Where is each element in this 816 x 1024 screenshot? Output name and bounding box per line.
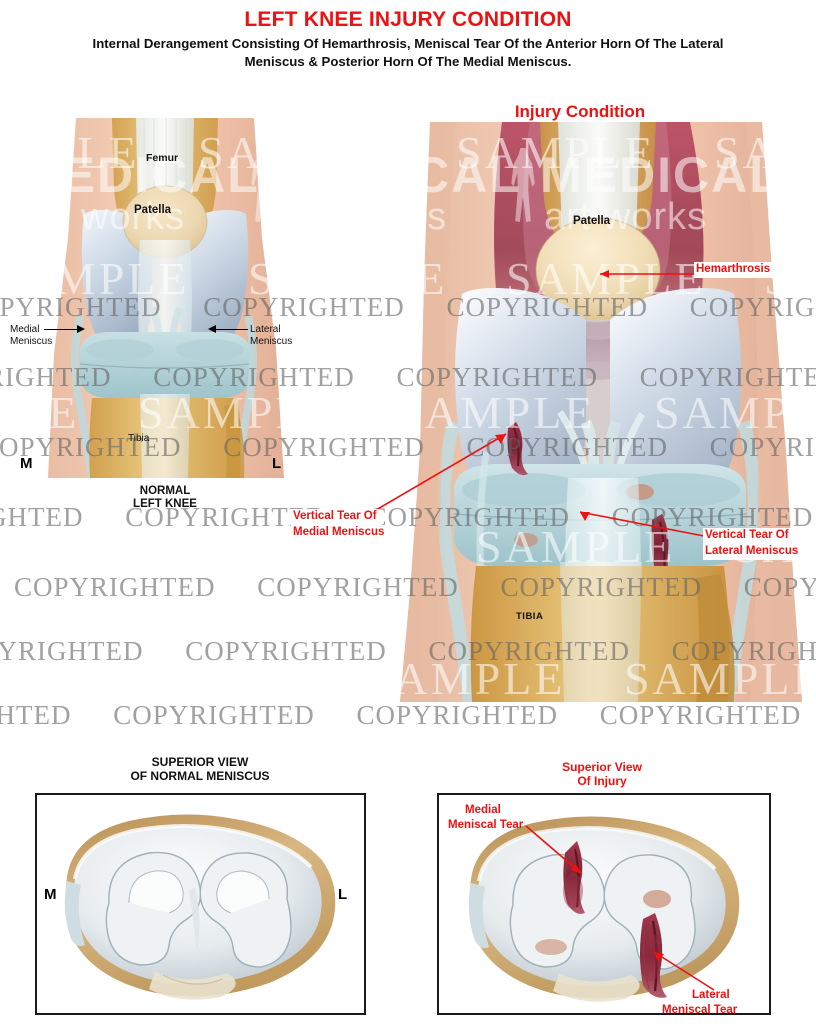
leader-line-lateral-tear — [579, 511, 705, 537]
marker-medial-normal-knee: M — [20, 455, 33, 472]
label-medial-tear-line2: Medial Meniscus — [291, 525, 387, 541]
label-lateral-meniscus-line1: Lateral — [250, 324, 281, 335]
page-subtitle-line-1: Internal Derangement Consisting Of Hemar… — [92, 36, 724, 52]
arrowhead-lateral-meniscus — [208, 325, 216, 333]
caption-normal-knee-line2: LEFT KNEE — [133, 498, 197, 510]
copyright-watermark-text: COPYRIGHTED — [14, 572, 216, 602]
copyright-watermark-text: COPYRIGHTED — [185, 636, 387, 666]
superior-view-injury-panel — [437, 793, 771, 1015]
label-lateral-meniscal-tear-line2: Meniscal Tear — [662, 1004, 738, 1016]
marker-lateral-normal-meniscus: L — [338, 886, 348, 903]
label-medial-meniscal-tear-line1: Medial — [465, 804, 501, 816]
label-femur: Femur — [146, 152, 179, 164]
label-hemarthrosis: Hemarthrosis — [694, 262, 773, 278]
label-medial-tear-line1: Vertical Tear Of — [291, 509, 379, 525]
sample-watermark-text: SAMPLE — [0, 521, 160, 572]
caption-normal-knee-line1: NORMAL — [139, 485, 191, 497]
arrowhead-medial-meniscus — [77, 325, 85, 333]
label-lateral-tear-line1: Vertical Tear Of — [703, 528, 791, 544]
injury-condition-heading: Injury Condition — [514, 102, 646, 121]
marker-lateral-normal-knee: L — [272, 455, 282, 472]
leader-line-medial-meniscus — [44, 329, 78, 331]
page-header: LEFT KNEE INJURY CONDITION Internal Dera… — [0, 0, 816, 71]
copyright-watermark-text: COPYRIGHTED — [356, 700, 559, 730]
leader-line-medial-meniscal-tear — [525, 825, 583, 875]
sample-watermark-text: SAMPLE — [107, 653, 308, 704]
copyright-watermark-text: COPYRIGHTED — [599, 700, 802, 730]
label-patella-injury: Patella — [573, 215, 611, 227]
leader-line-lateral-meniscus — [216, 329, 248, 331]
label-lateral-tear-line2: Lateral Meniscus — [703, 544, 801, 560]
label-patella-normal: Patella — [134, 204, 172, 216]
superior-normal-title-line1: SUPERIOR VIEW — [151, 755, 249, 769]
label-tibia-normal: Tibia — [128, 433, 150, 444]
superior-injury-title-line2: Of Injury — [577, 774, 627, 788]
normal-knee-illustration — [40, 118, 290, 478]
copyright-watermark-text: COPYRIGHTED — [113, 700, 315, 730]
copyright-watermark-text: COPYRIGHTED — [0, 636, 144, 666]
injury-knee-illustration — [390, 122, 810, 702]
label-medial-meniscus-line2: Meniscus — [10, 336, 53, 347]
leader-line-lateral-meniscal-tear — [653, 951, 715, 991]
label-tibia-injury: TIBIA — [516, 611, 544, 622]
label-medial-meniscus-line1: Medial — [10, 324, 40, 335]
copyright-watermark-text: COPYRIGHTED — [0, 700, 72, 730]
label-lateral-meniscus-line2: Meniscus — [250, 336, 293, 347]
leader-line-medial-tear — [375, 433, 507, 511]
leader-line-hemarthrosis — [600, 270, 694, 278]
superior-normal-title-line2: OF NORMAL MENISCUS — [130, 769, 270, 783]
marker-medial-normal-meniscus: M — [44, 886, 57, 903]
page-subtitle-line-2: Meniscus & Posterior Horn Of The Medial … — [244, 53, 572, 69]
sample-watermark-text: SAMPLE — [0, 653, 50, 704]
superior-injury-title-line1: Superior View — [562, 760, 642, 774]
page-title: LEFT KNEE INJURY CONDITION — [244, 8, 572, 31]
copyright-watermark-text: COPYRIGHTED — [0, 502, 84, 532]
label-lateral-meniscal-tear-line1: Lateral — [692, 989, 730, 1001]
label-medial-meniscal-tear-line2: Meniscal Tear — [448, 819, 524, 831]
superior-view-normal-panel — [35, 793, 366, 1015]
